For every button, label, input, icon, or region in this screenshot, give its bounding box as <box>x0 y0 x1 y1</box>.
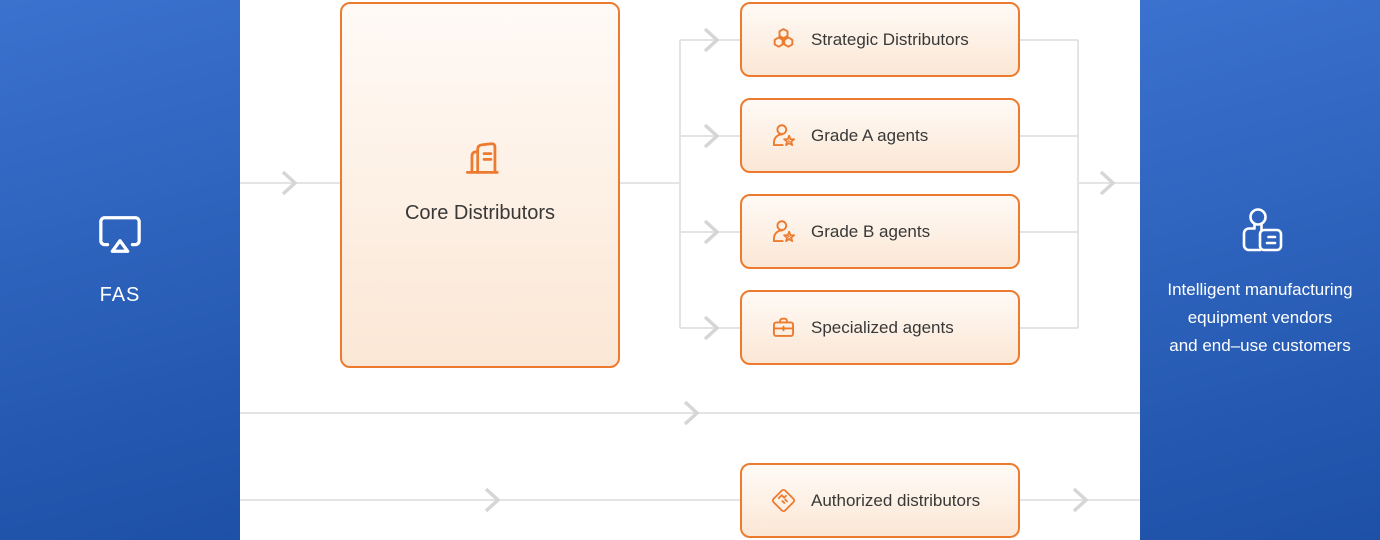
person-star-a-icon: A <box>772 124 796 147</box>
person-id-card-icon <box>1242 208 1283 252</box>
svg-text:A: A <box>787 139 791 145</box>
svg-text:B: B <box>787 235 791 241</box>
grade-a-agents-label: Grade A agents <box>811 125 929 145</box>
person-star-b-icon: B <box>772 220 796 243</box>
customers-panel: Intelligent manufacturing equipment vend… <box>1140 0 1380 540</box>
customers-description: Intelligent manufacturing equipment vend… <box>1140 276 1380 360</box>
briefcase-icon <box>772 317 795 337</box>
building-icon <box>465 142 499 174</box>
handshake-icon <box>771 488 796 513</box>
fas-panel: FAS <box>0 0 240 540</box>
authorized-distributors-box: Authorized distributors <box>740 463 1020 538</box>
customers-line-2: equipment vendors <box>1187 308 1333 327</box>
hexagon-cluster-icon <box>773 28 794 48</box>
authorized-distributors-label: Authorized distributors <box>811 490 981 510</box>
strategic-distributors-box: Strategic Distributors <box>740 2 1020 77</box>
core-distributors-label: Core Distributors <box>404 202 556 224</box>
specialized-agents-label: Specialized agents <box>811 317 954 337</box>
grade-a-agents-box: A Grade A agents <box>740 98 1020 173</box>
customers-line-3: and end–use customers <box>1169 336 1351 355</box>
customers-line-1: Intelligent manufacturing <box>1167 280 1353 299</box>
strategic-distributors-label: Strategic Distributors <box>811 29 969 49</box>
fas-label: FAS <box>99 284 141 306</box>
grade-b-agents-label: Grade B agents <box>811 221 931 241</box>
grade-b-agents-box: B Grade B agents <box>740 194 1020 269</box>
core-distributors-box <box>340 2 620 368</box>
specialized-agents-box: Specialized agents <box>740 290 1020 365</box>
screen-cast-icon <box>99 216 141 253</box>
